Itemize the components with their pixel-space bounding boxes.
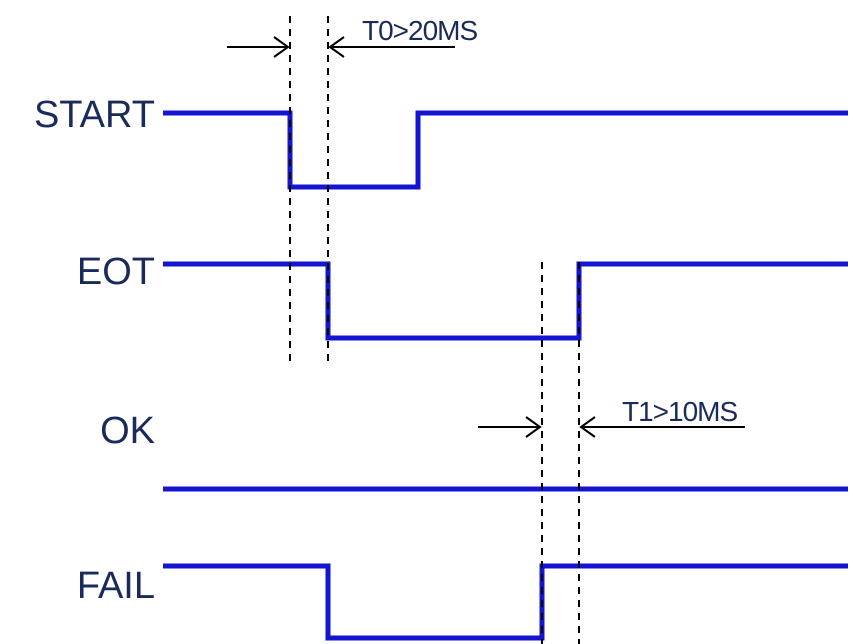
annotation-t0: T0>20MS: [362, 15, 477, 46]
waveform-fail: [163, 563, 848, 641]
t0-right-arrow-head: [328, 36, 345, 58]
t0-left-arrow-head: [273, 36, 290, 58]
signal-label-fail: FAIL: [77, 565, 155, 607]
annotation-t1: T1>10MS: [622, 396, 737, 427]
t1-dimension-arrows: [478, 416, 745, 438]
t1-left-arrow-head: [525, 416, 542, 438]
signal-label-ok: OK: [100, 410, 155, 452]
waveform-start: [163, 110, 848, 190]
signal-label-eot: EOT: [77, 251, 155, 293]
t1-right-arrow-head: [579, 416, 596, 438]
signal-label-start: START: [34, 94, 155, 136]
t0-dimension-arrows: [227, 36, 455, 58]
waveform-eot: [163, 261, 848, 341]
